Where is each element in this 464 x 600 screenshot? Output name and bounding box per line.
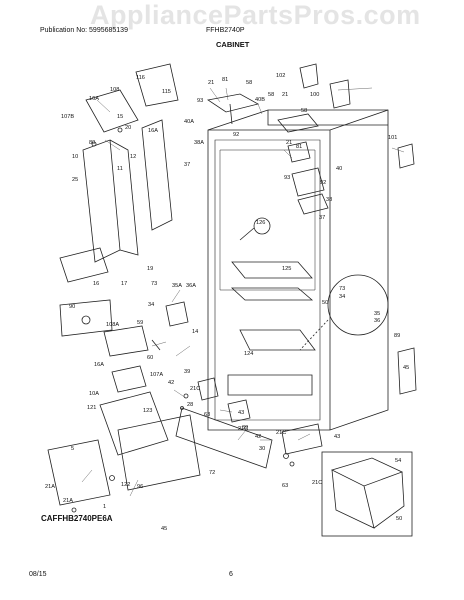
callout: 45 [161, 526, 168, 532]
section-title: CABINET [216, 40, 250, 49]
callout: 5 [71, 446, 75, 452]
callout: 107B [61, 114, 75, 120]
callout: 36 [374, 318, 381, 324]
callout: 43 [238, 410, 245, 416]
callout: 38 [326, 197, 333, 203]
callout: 40 [336, 166, 343, 172]
callout: 39 [184, 369, 191, 375]
callout: 58 [246, 80, 253, 86]
watermark-text: AppliancePartsPros.com [90, 0, 421, 30]
callout: 124 [244, 351, 254, 357]
callout: 50 [396, 516, 403, 522]
callout: 42 [168, 380, 175, 386]
callout: 92 [233, 132, 240, 138]
callout: 15 [117, 114, 124, 120]
callout: 35A [172, 283, 182, 289]
callout: 21C [190, 386, 201, 392]
callout: 28 [187, 402, 194, 408]
footer-date: 08/15 [29, 571, 47, 578]
callout: 1 [103, 504, 107, 510]
callout: 58 [301, 108, 308, 114]
callout: 38A [194, 140, 204, 146]
callout: 60 [147, 355, 154, 361]
callout: 21 [282, 92, 289, 98]
callout: 108 [110, 87, 120, 93]
callout: 21A [45, 484, 55, 490]
callout: 107A [150, 372, 164, 378]
callout: 16A [148, 128, 158, 134]
page-number: 6 [229, 571, 233, 578]
callout: 16A [89, 96, 99, 102]
callout: 80 [89, 140, 96, 146]
callout: 100 [310, 92, 320, 98]
callout: 121 [87, 405, 97, 411]
callout: 16 [93, 281, 100, 287]
callout: 102 [276, 73, 286, 79]
callout: 101 [388, 135, 398, 141]
callout: 37 [184, 162, 191, 168]
callout: 35 [374, 311, 381, 317]
callout: 17 [121, 281, 128, 287]
callout: 81 [296, 144, 303, 150]
callout: 34 [148, 302, 155, 308]
callout: 92 [320, 180, 327, 186]
callout: 21 [286, 140, 293, 146]
callout: 21C [276, 430, 287, 436]
callout: 21 [208, 80, 215, 86]
callout: 115 [162, 89, 171, 95]
callout: 93 [197, 98, 204, 104]
callout: 25 [72, 177, 79, 183]
callout: 59 [137, 320, 144, 326]
callout: 43 [334, 434, 341, 440]
callout: 16A [94, 362, 104, 368]
callout: 122 [121, 482, 131, 488]
callout: 58 [268, 92, 275, 98]
callout: 54 [395, 458, 402, 464]
callout: 126 [256, 220, 266, 226]
callout: 96 [137, 484, 144, 490]
callout: 19 [147, 266, 154, 272]
callout: 123 [143, 408, 153, 414]
callout: 50 [322, 300, 329, 306]
callout: 12 [130, 154, 137, 160]
model-number: FFHB2740P [206, 27, 245, 34]
callout: 11 [117, 166, 123, 172]
callout: 21C [238, 426, 249, 432]
callout: 30 [259, 446, 266, 452]
callout: 40B [255, 97, 265, 103]
callout: 89 [394, 333, 401, 339]
callout: 63 [204, 412, 211, 418]
callout: 93 [284, 175, 291, 181]
callout: 36A [186, 283, 196, 289]
callout: 10 [72, 154, 79, 160]
callout: 39 [242, 425, 249, 431]
callout: 63 [282, 483, 289, 489]
callout: 45 [403, 365, 410, 371]
callout: 21C [312, 480, 323, 486]
callout: 10A [89, 391, 99, 397]
callout: 81 [222, 77, 229, 83]
callout: 21A [63, 498, 73, 504]
callout: 40A [184, 119, 194, 125]
callout: 90 [69, 304, 76, 310]
callout: 42 [255, 434, 262, 440]
figure-code: CAFFHB2740PE6A [41, 514, 113, 523]
callout: 108A [106, 322, 120, 328]
callout: 116 [136, 75, 145, 81]
callout: 20 [125, 125, 132, 131]
callout: 34 [339, 294, 346, 300]
callout: 73 [339, 286, 346, 292]
callout: 73 [151, 281, 158, 287]
publication-number: Publication No: 5995685139 [40, 27, 128, 34]
callout: 72 [209, 470, 216, 476]
callout: 14 [192, 329, 199, 335]
callout: 125 [282, 266, 292, 272]
callout: 37 [319, 215, 326, 221]
